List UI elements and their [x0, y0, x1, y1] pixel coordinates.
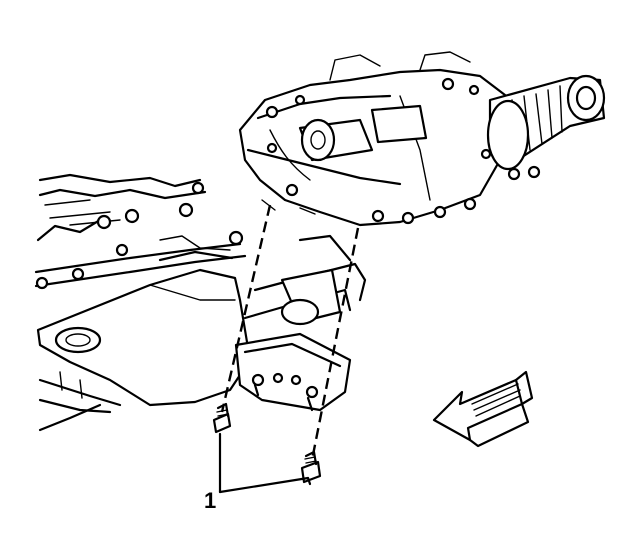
bolt-left — [212, 402, 232, 434]
engine-block — [34, 173, 247, 290]
callout-leader-lines — [218, 432, 312, 494]
transfer-case — [238, 51, 541, 227]
transmission-mount — [234, 199, 367, 412]
alignment-dashed-lines — [220, 204, 360, 461]
callout-label-1: 1 — [204, 488, 216, 513]
hollow-arrow-left-icon — [432, 370, 534, 448]
output-yoke — [486, 74, 606, 171]
oil-pan — [36, 235, 252, 432]
bolt-right — [300, 450, 322, 484]
